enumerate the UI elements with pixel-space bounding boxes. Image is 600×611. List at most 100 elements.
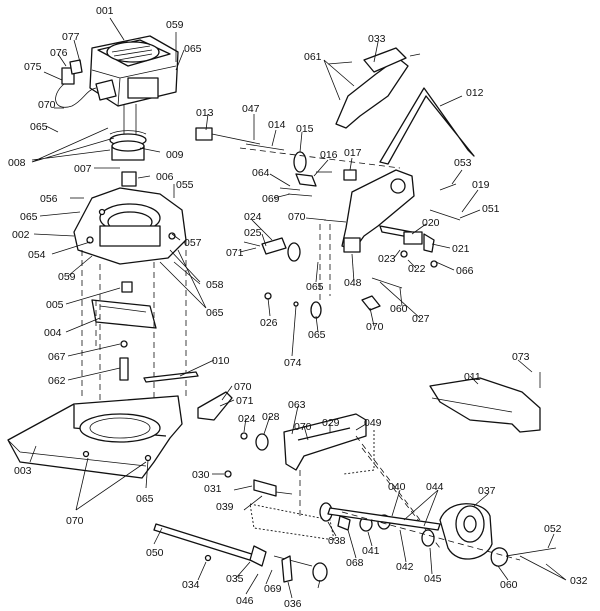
mid-hardware <box>243 173 461 319</box>
callout-016: 016 <box>320 149 338 161</box>
callout-064: 064 <box>252 167 270 179</box>
callout-050: 034 <box>182 579 200 591</box>
callout-014: 014 <box>268 119 286 131</box>
callout-030: 031 <box>204 483 222 495</box>
callout-051: 051 <box>482 203 500 215</box>
callout-069: 046 <box>236 595 254 607</box>
callout-032: 050 <box>146 547 164 559</box>
lower-left-hardware <box>224 432 293 497</box>
callout-048: 048 <box>344 277 362 289</box>
callout-028: 063 <box>288 399 306 411</box>
callout-065: 065 <box>206 307 224 319</box>
callout-061: 061 <box>304 51 322 63</box>
callout-039: 040 <box>388 481 406 493</box>
callout-034: 035 <box>226 573 244 585</box>
callout-003: 003 <box>14 465 32 477</box>
drive-belt <box>379 87 475 165</box>
bracket-011 <box>197 391 233 421</box>
callout-labels: 001 059 065 077 076 075 070 065 008 009 … <box>8 5 588 610</box>
callout-066: 066 <box>456 265 474 277</box>
callout-009: 009 <box>166 149 184 161</box>
blade <box>91 299 157 329</box>
rear-bracket-073 <box>429 372 541 433</box>
callout-001: 001 <box>96 5 114 17</box>
callout-019: 019 <box>472 179 490 191</box>
blade-adapter <box>109 130 147 187</box>
callout-070: 070 <box>66 515 84 527</box>
callout-065: 065 <box>184 43 202 55</box>
callout-008: 008 <box>8 157 26 169</box>
callout-045: 060 <box>500 579 518 591</box>
callout-070: 070 <box>288 211 306 223</box>
callout-004: 004 <box>44 327 62 339</box>
callout-023: 023 <box>378 253 396 265</box>
axle-032 <box>153 523 328 583</box>
callout-031: 039 <box>216 501 234 513</box>
callout-070: 071 <box>236 395 254 407</box>
callout-059: 059 <box>58 271 76 283</box>
callout-021: 021 <box>452 243 470 255</box>
engine <box>89 35 179 150</box>
callout-060: 052 <box>544 523 562 535</box>
callout-070: 029 <box>322 417 340 429</box>
callout-065: 065 <box>136 493 154 505</box>
callout-058: 058 <box>206 279 224 291</box>
callout-070: 026 <box>260 317 278 329</box>
callout-026: 065 <box>308 329 326 341</box>
callout-062: 062 <box>48 375 66 387</box>
spacer-collar <box>121 281 133 293</box>
callout-076: 076 <box>50 47 68 59</box>
callout-041: 042 <box>396 561 414 573</box>
callout-024: 024 <box>244 211 262 223</box>
leader-lines <box>29 17 567 599</box>
callout-052: 032 <box>570 575 588 587</box>
drive-link-010 <box>143 371 199 383</box>
callout-063: 070 <box>294 421 312 433</box>
callout-011: 070 <box>234 381 252 393</box>
wheel-drive-assembly <box>319 502 557 567</box>
callout-057: 057 <box>184 237 202 249</box>
blade-bolt <box>119 357 129 381</box>
callout-059: 059 <box>166 19 184 31</box>
callout-073: 011 <box>464 371 481 383</box>
callout-015: 015 <box>296 123 314 135</box>
callout-027: 070 <box>366 321 384 333</box>
callout-037: 038 <box>328 535 346 547</box>
throttle-cable <box>55 59 97 108</box>
callout-007: 007 <box>74 163 92 175</box>
callout-046: 036 <box>284 598 302 610</box>
callout-002: 002 <box>12 229 30 241</box>
upper-housing-033 <box>327 47 421 129</box>
callout-065: 065 <box>306 281 324 293</box>
callout-038: 068 <box>346 557 364 569</box>
callout-025: 025 <box>244 227 262 239</box>
cutter-deck <box>7 395 183 479</box>
callout-012: 012 <box>466 87 484 99</box>
callout-035: 069 <box>264 583 282 595</box>
callout-044: 037 <box>478 485 496 497</box>
callout-077: 077 <box>62 31 80 43</box>
callout-040: 044 <box>426 481 444 493</box>
blade-washer <box>120 340 128 348</box>
callout-010: 010 <box>212 355 230 367</box>
deck-column-guides <box>81 240 187 420</box>
callout-020: 020 <box>422 217 440 229</box>
callout-074: 073 <box>512 351 530 363</box>
callout-065: 074 <box>284 357 302 369</box>
callout-013: 013 <box>196 107 214 119</box>
callout-022: 022 <box>408 263 426 275</box>
upper-shaft-assembly <box>195 127 401 181</box>
callout-047: 047 <box>242 103 260 115</box>
callout-005: 005 <box>46 299 64 311</box>
callout-067: 067 <box>48 351 66 363</box>
callout-060: 027 <box>412 313 430 325</box>
callout-075: 075 <box>24 61 42 73</box>
callout-065: 065 <box>20 211 38 223</box>
deck-housing <box>73 187 187 265</box>
callout-049: 030 <box>192 469 210 481</box>
callout-065: 065 <box>30 121 48 133</box>
callout-054: 054 <box>28 249 46 261</box>
callout-006: 006 <box>156 171 174 183</box>
callout-056: 056 <box>40 193 58 205</box>
callout-029: 049 <box>364 417 382 429</box>
